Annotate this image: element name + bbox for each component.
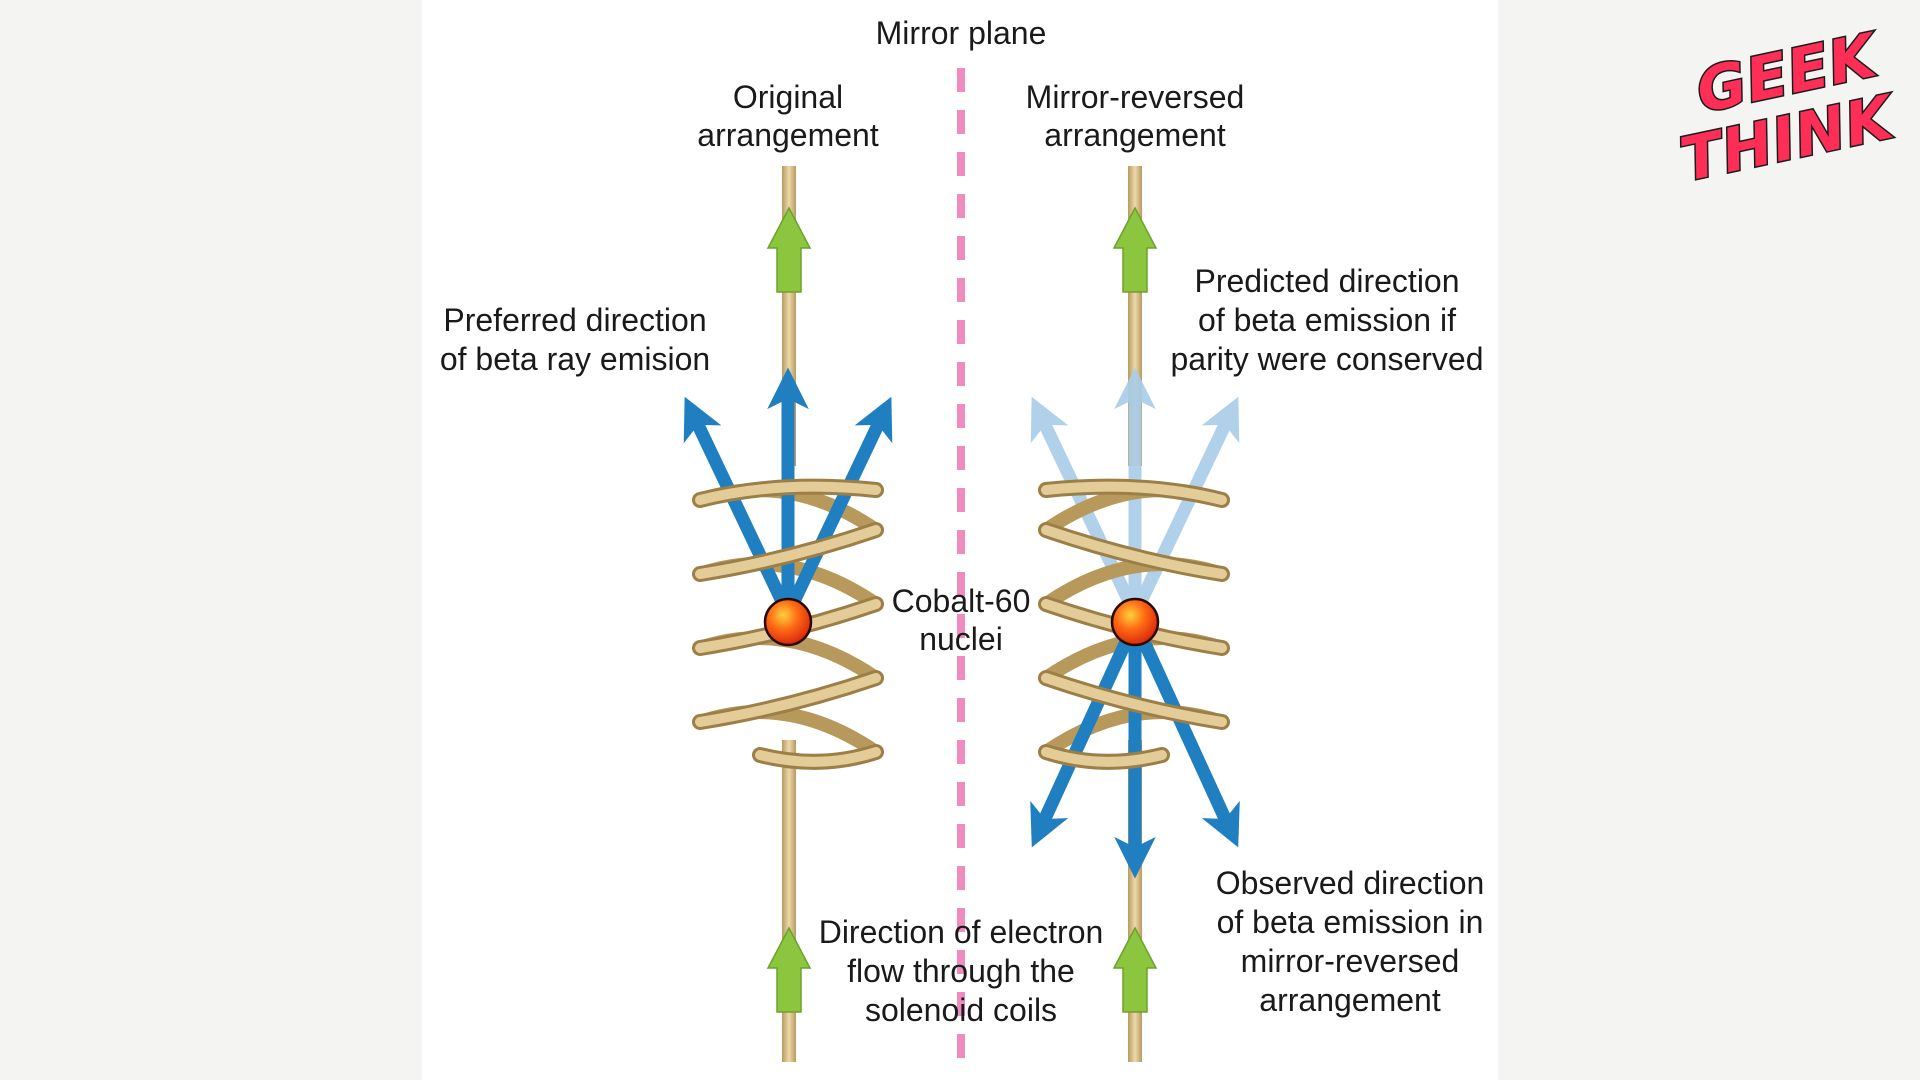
original-arrangement (683, 166, 893, 1062)
current-arrow-bottom-right (1112, 926, 1158, 1013)
observed-label-line4: arrangement (1259, 982, 1441, 1018)
original-label-line2: arrangement (697, 117, 879, 153)
observed-label-line3: mirror-reversed (1241, 943, 1460, 979)
mirror-arrangement (1030, 166, 1240, 1062)
preferred-label-line1: Preferred direction (443, 302, 706, 338)
observed-arrow-c (1129, 619, 1240, 848)
wire-bottom-left (782, 740, 796, 1062)
cobalt-label-line2: nuclei (919, 621, 1003, 657)
beta-arrow-left-a (683, 396, 794, 617)
predicted-label-line2: of beta emission if (1198, 302, 1456, 338)
preferred-label-line2: of beta ray emision (440, 341, 710, 377)
cobalt-nucleus-right (1110, 597, 1160, 647)
flow-label-line1: Direction of electron (819, 914, 1104, 950)
beta-arrow-left-c (782, 396, 893, 617)
mirror-label-line1: Mirror-reversed (1026, 79, 1245, 115)
current-arrow-top-left (766, 206, 812, 293)
mirror-plane-label: Mirror plane (876, 15, 1047, 51)
predicted-label-line3: parity were conserved (1170, 341, 1483, 377)
flow-label-line2: flow through the (847, 953, 1075, 989)
predicted-arrow-c (1129, 396, 1240, 617)
observed-arrows-right (1030, 619, 1240, 879)
flow-label-line3: solenoid coils (865, 992, 1057, 1028)
beta-arrows-left (683, 367, 893, 617)
predicted-label-line1: Predicted direction (1194, 263, 1459, 299)
observed-arrow-a (1030, 619, 1141, 848)
original-label-line1: Original (733, 79, 843, 115)
geek-think-logo: GEEK THINK (1673, 19, 1904, 198)
observed-label-line2: of beta emission in (1217, 904, 1484, 940)
observed-label-line1: Observed direction (1216, 865, 1485, 901)
current-arrow-top-right (1112, 206, 1158, 293)
mirror-label-line2: arrangement (1044, 117, 1226, 153)
cobalt-label-line1: Cobalt-60 (892, 583, 1031, 619)
cobalt-nucleus-left (763, 597, 813, 647)
current-arrow-bottom-left (766, 926, 812, 1013)
labels: Mirror plane Original arrangement Mirror… (440, 15, 1484, 1028)
